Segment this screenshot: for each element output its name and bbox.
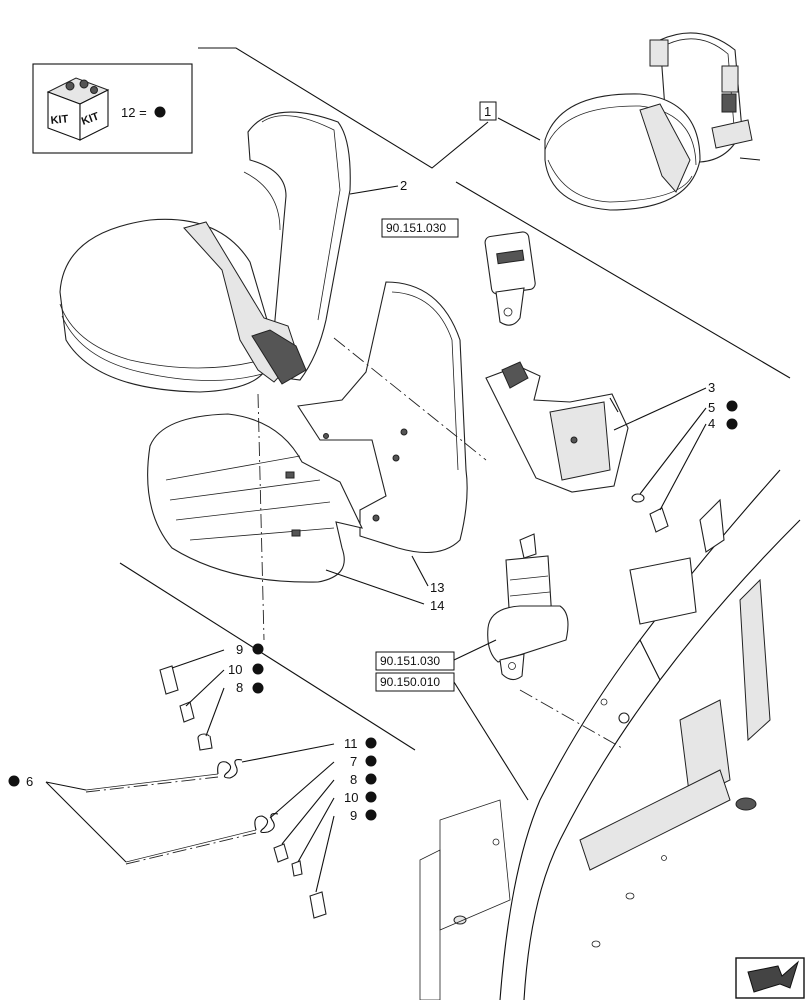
reference-boxes: 90.151.030 90.151.030 90.150.010 [375, 218, 459, 692]
ref-buckle: 90.151.030 [386, 221, 446, 235]
assembly-centerlines [257, 337, 623, 749]
bushing-10-top [179, 701, 195, 723]
bolt-4 [649, 507, 669, 533]
callout-10-bottom: 10 [344, 790, 358, 805]
next-page-arrow-icon[interactable] [735, 957, 805, 999]
callout-5: 5 [708, 400, 715, 415]
callout-6: 6 [26, 774, 33, 789]
callout-7: 7 [350, 754, 357, 769]
callouts: 1 2 3 5 4 13 14 9 10 8 11 7 8 10 9 6 [8, 101, 738, 823]
callout-3: 3 [708, 380, 715, 395]
kit-text-left: KIT [50, 113, 69, 127]
spring-7 [125, 813, 279, 865]
callout-5-dot [726, 400, 738, 412]
callout-13: 13 [430, 580, 444, 595]
callout-10-bottom-dot [365, 791, 377, 803]
ref-retractor: 90.151.030 [380, 654, 440, 668]
ref-cab: 90.150.010 [380, 675, 440, 689]
belt-buckle [484, 231, 536, 326]
callout-8-top: 8 [236, 680, 243, 695]
sleeve-8-bottom [273, 843, 289, 863]
pin-9-bottom [309, 891, 327, 919]
callout-9-bottom: 9 [350, 808, 357, 823]
belt-retractor [487, 533, 569, 681]
kit-dot [154, 106, 166, 118]
callout-9-bottom-dot [365, 809, 377, 821]
callout-14: 14 [430, 598, 444, 613]
assembled-seat [544, 32, 761, 211]
callout-10-top-dot [252, 663, 264, 675]
pin-9-top [159, 665, 179, 695]
leader-lines [45, 117, 707, 893]
callout-10-top: 10 [228, 662, 242, 677]
kit-text-right: KIT [80, 110, 101, 127]
seat-bracket [485, 361, 629, 493]
callout-9-top: 9 [236, 642, 243, 657]
washer-5 [631, 493, 645, 503]
callout-9-top-dot [252, 643, 264, 655]
callout-1-box [479, 101, 497, 121]
seat-cushion [59, 111, 351, 393]
callout-11-dot [365, 737, 377, 749]
kit-box-icon: KIT KIT [46, 77, 110, 141]
callout-2: 2 [400, 178, 407, 193]
callout-8-bottom: 8 [350, 772, 357, 787]
callout-8-bottom-dot [365, 773, 377, 785]
callout-4-dot [726, 418, 738, 430]
callout-1: 1 [484, 104, 491, 119]
seat-pan [147, 413, 363, 583]
bushing-10-bottom [291, 860, 303, 877]
callout-11: 11 [344, 736, 358, 751]
back-plate [297, 281, 468, 553]
sleeve-8-top [197, 733, 213, 751]
kit-equation: 12 = [121, 105, 147, 120]
cab-frame [419, 469, 801, 1000]
kit-legend: KIT KIT 12 = [32, 63, 193, 154]
callout-8-top-dot [252, 682, 264, 694]
callout-7-dot [365, 755, 377, 767]
frame-lines [119, 47, 791, 751]
spring-11 [85, 759, 243, 793]
callout-4: 4 [708, 416, 715, 431]
callout-6-dot [8, 775, 20, 787]
